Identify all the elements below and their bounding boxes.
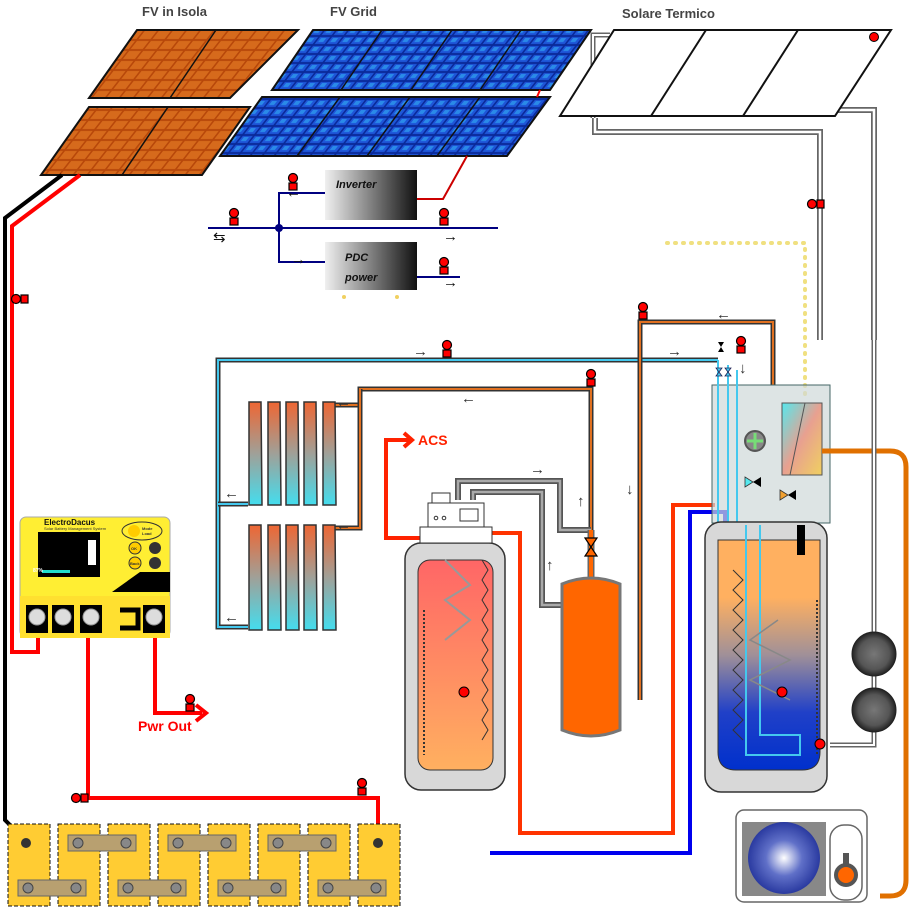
ac-distribution xyxy=(208,172,498,278)
battery-busbar xyxy=(267,834,337,852)
pwr-out-label: Pwr Out xyxy=(138,718,192,734)
expansion-vessels xyxy=(830,340,897,748)
arrow-rad2-out: ← xyxy=(224,609,239,626)
pdc-label-line2: power xyxy=(345,272,378,284)
pdc-power-box[interactable] xyxy=(325,242,417,290)
dhw-tank-right[interactable] xyxy=(704,521,828,793)
battery-busbar xyxy=(317,879,387,897)
battery-main-terminal xyxy=(373,838,383,848)
arrow-buffer-left: ← xyxy=(716,306,731,323)
battery-terminal xyxy=(170,882,182,894)
inverter-label: Inverter xyxy=(336,179,377,191)
pdc-label-line1: PDC xyxy=(345,252,369,264)
radiator-upper xyxy=(248,401,337,506)
arrow-hp-down: ↓ xyxy=(739,360,747,377)
arrow-coil-up: ↑ xyxy=(577,493,585,510)
arrow-hp-in: → xyxy=(667,343,682,360)
controller-back-button[interactable]: Back xyxy=(130,561,140,566)
arrow-rad2-in: ← xyxy=(336,517,351,534)
load-output-cable xyxy=(153,638,202,715)
battery-terminal xyxy=(172,837,184,849)
arrow-pdc-out: → xyxy=(443,274,458,291)
inverter-box[interactable] xyxy=(325,170,417,220)
battery-terminal xyxy=(120,837,132,849)
arrow-pdc-in: → xyxy=(291,251,306,268)
arrow-flow-left: ← xyxy=(461,390,476,407)
pv-grid-array xyxy=(218,29,593,157)
battery-busbar xyxy=(217,879,287,897)
acs-label: ACS xyxy=(418,432,448,448)
battery-terminal xyxy=(370,882,382,894)
battery-terminal xyxy=(72,837,84,849)
controller-mode-button[interactable]: Mode Load xyxy=(142,526,153,536)
pv-offgrid-label: FV in Isola xyxy=(142,4,208,19)
controller-subtitle: Solar Battery Management System xyxy=(44,526,107,531)
battery-main-terminal xyxy=(21,838,31,848)
arrow-coil-up-2: ↑ xyxy=(546,557,554,574)
controller-ok-button[interactable]: OK xyxy=(131,546,137,551)
electrodacus-controller[interactable] xyxy=(19,516,171,638)
pv-offgrid-array xyxy=(39,29,301,176)
heating-return-pipe xyxy=(215,357,718,630)
arrow-rad1-in: ← xyxy=(336,394,351,411)
battery-busbar xyxy=(17,879,87,897)
battery-busbar xyxy=(67,834,137,852)
arrow-coil-right: → xyxy=(530,461,545,478)
battery-busbar xyxy=(117,879,187,897)
battery-positive-cable xyxy=(86,638,380,838)
buffer-pipe xyxy=(637,301,776,700)
acs-hot-water-pipe xyxy=(384,438,420,540)
battery-terminal xyxy=(70,882,82,894)
battery-terminal xyxy=(322,882,334,894)
battery-terminal xyxy=(272,837,284,849)
arrow-rad1-out: ← xyxy=(224,485,239,502)
pv-grid-label: FV Grid xyxy=(330,4,377,19)
solar-thermal-label: Solare Termico xyxy=(622,6,715,21)
hot-water-return-pipe xyxy=(492,503,715,835)
arrow-inverter-out: ← xyxy=(286,184,301,201)
heating-flow-pipe xyxy=(335,386,594,531)
battery-terminal xyxy=(122,882,134,894)
grid-pv-cable xyxy=(417,155,468,200)
refrigerant-line xyxy=(822,448,909,899)
battery-terminal xyxy=(220,837,232,849)
arrow-buffer-down: ↓ xyxy=(626,481,634,498)
battery-terminal xyxy=(22,882,34,894)
battery-terminal xyxy=(222,882,234,894)
battery-terminal xyxy=(270,882,282,894)
arrow-return-right: → xyxy=(413,343,428,360)
buffer-tank[interactable] xyxy=(560,530,622,738)
battery-terminal xyxy=(320,837,332,849)
solar-thermal-collector xyxy=(558,29,893,340)
battery-busbar xyxy=(167,834,237,852)
heat-pump-outdoor-unit[interactable] xyxy=(735,809,868,903)
heat-pump-indoor-unit[interactable] xyxy=(711,335,831,529)
dhw-tank-left[interactable] xyxy=(404,492,506,791)
radiator-lower xyxy=(248,524,337,631)
dc-positive-cable xyxy=(10,173,82,654)
controller-charge-percent: 87% xyxy=(33,568,44,574)
arrow-grid-bidirectional: ⇆ xyxy=(213,229,226,246)
gray-coil-pipes xyxy=(455,478,591,608)
control-signal-line xyxy=(665,241,807,402)
battery-bank xyxy=(7,823,401,907)
arrow-grid-out: → xyxy=(443,228,458,245)
controller-brand: ElectroDacus xyxy=(44,518,96,527)
